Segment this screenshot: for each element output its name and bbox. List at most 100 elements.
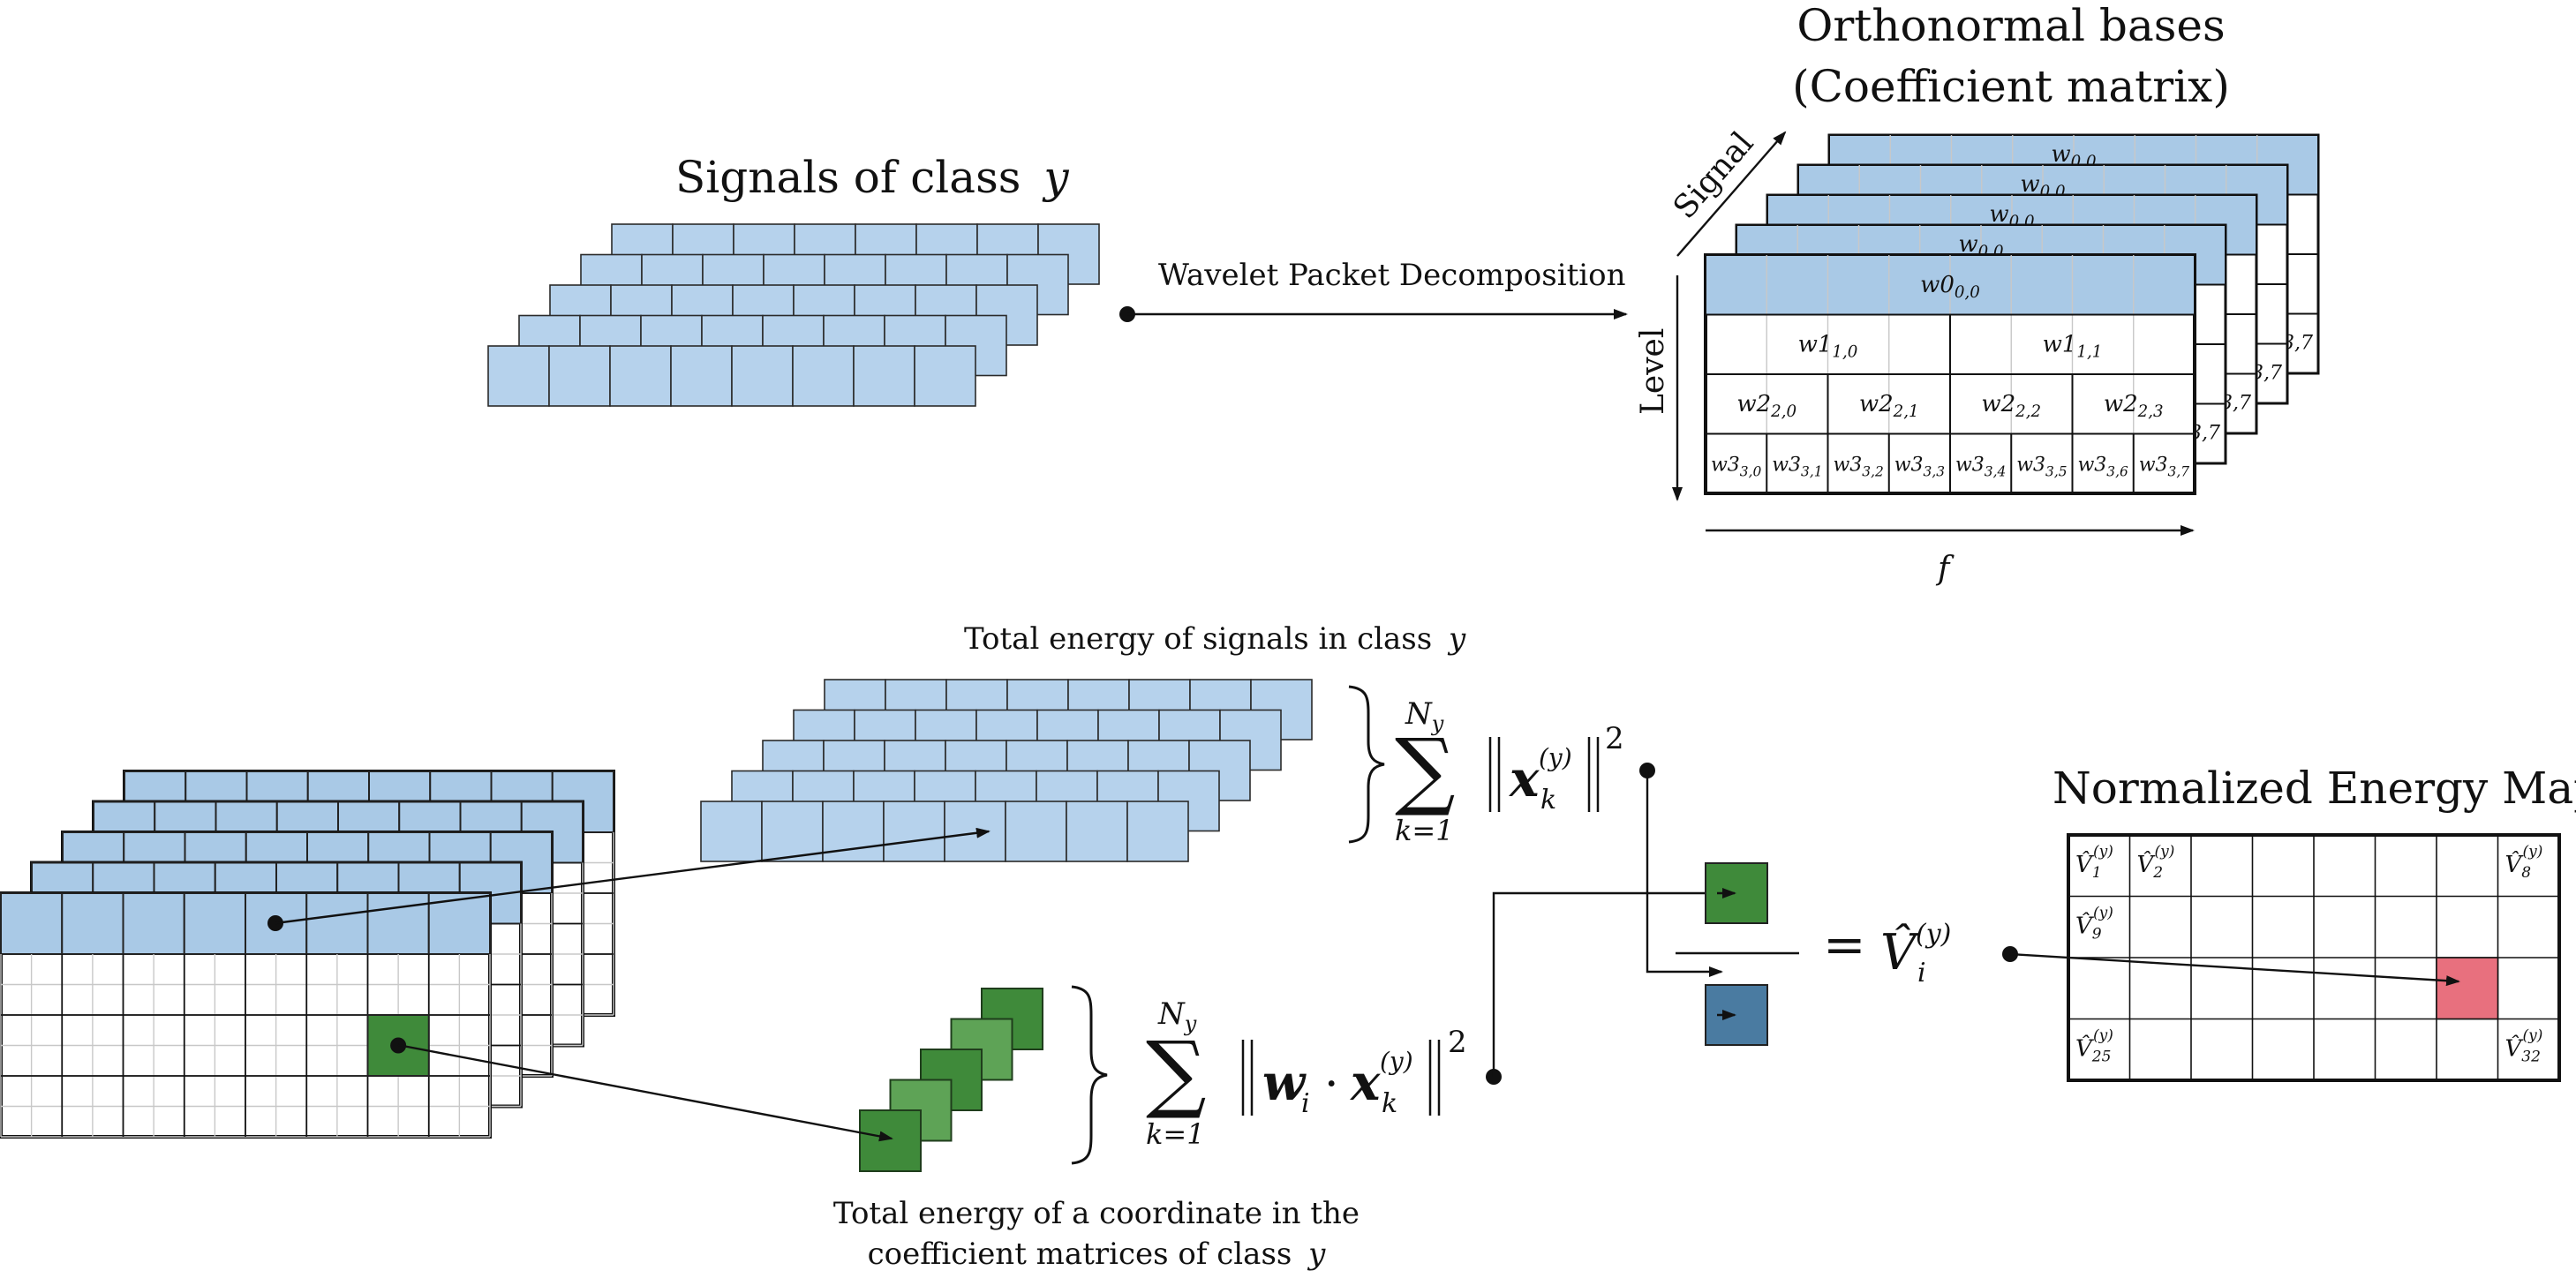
signals-stack [487,223,1100,407]
signal-cell [1005,801,1067,862]
svg-text:k: k [1540,785,1556,816]
coefficient-cell [305,892,369,955]
wavelet-coefficient-label: w33,6 [2077,454,2128,479]
energy-map-cell-sup: (y) [2093,905,2113,922]
level-axis-label: Level [1635,328,1671,415]
energy-map-cell-label: V̂2 [2137,851,2164,882]
v-hat-i: V̂ i (y) [1880,919,1951,989]
energy-map-cell-label: V̂1 [2075,851,2102,882]
signal-cell [1066,801,1128,862]
wavelet-coefficient-label: w11,1 [2043,331,2103,361]
svg-text:V̂: V̂ [1880,922,1921,981]
wavelet-coefficient-label: w33,2 [1833,454,1883,479]
energy-map-cell-sup: (y) [2093,843,2113,861]
energy-map-cell-sup: (y) [2155,843,2175,861]
svg-text:k: k [1382,1088,1397,1119]
row-to-signals-arrow [275,827,990,925]
wavelet-coefficient-label: w33,0 [1711,454,1762,479]
energy-map-cell-sup: (y) [2523,843,2543,861]
brace-signals [1348,685,1385,844]
total-energy-signals-caption: Total energy of signals in class y [964,621,1466,657]
signal-axis-arrow [1676,131,1787,257]
map-arrow [2009,952,2460,987]
total-energy-coord-caption-2: coefficient matrices of class y [868,1237,1327,1272]
coefficient-cell [0,892,64,955]
wavelet-coefficient-label: w22,2 [1981,391,2041,421]
wavelet-coefficient-label: w22,1 [1859,391,1919,421]
svg-text:x: x [1509,750,1540,808]
wavelet-coefficient-label: w22,0 [1736,391,1796,421]
bases-title-line1: Orthonormal bases [1796,0,2225,51]
energy-map-cell-sup: (y) [2523,1027,2543,1045]
coefficient-cell [122,892,185,955]
svg-text:k=1: k=1 [1395,814,1454,847]
svg-text:x: x [1350,1054,1381,1112]
denominator-blue-square [1705,984,1768,1046]
highlighted-energy-cell [2436,957,2499,1020]
coordinate-cell [859,1109,922,1172]
svg-text:2: 2 [1605,721,1624,756]
wpd-label: Wavelet Packet Decomposition [1158,258,1626,293]
coefficient-cell [366,892,430,955]
bases-title-line2: (Coefficient matrix) [1792,61,2230,112]
signal-energy-formula: Ny ∑ k=1 x k (y) 2 [1395,696,1624,847]
energy-map-cell-label: V̂25 [2075,1035,2111,1066]
numerator-green-square [1705,862,1768,924]
coefficient-cell [61,892,124,955]
brace-coordinate [1071,985,1108,1165]
coordinate-to-green-arrow [397,1043,893,1142]
signal-cell [700,801,763,862]
coefficient-cell [183,892,246,955]
signal-cell [548,345,611,407]
svg-text:(y): (y) [1539,743,1572,772]
coordinate-energy-stack [859,988,1043,1172]
signal-layer [487,345,976,407]
signal-layer [700,801,1189,862]
f-axis-label: f [1935,551,1955,587]
energy-map-title: Normalized Energy Map [2053,763,2576,814]
svg-text:(y): (y) [1916,919,1951,950]
wavelet-coefficient-label: w11,0 [1798,331,1858,361]
signals-title: Signals of class y [675,152,1069,203]
svg-text:Ny: Ny [1405,696,1444,736]
wavelet-coefficient-label: w33,4 [1955,454,2006,479]
wavelet-coefficient-label: w22,3 [2104,391,2164,421]
coefficient-matrix-layer: w00,0 w11,0 w11,1 w22,0 w22,1 w22,2 w22,3 w33,0… [1704,253,2196,495]
signal-cell [792,345,855,407]
signal-cell [731,345,794,407]
coefficient-layer [0,891,492,1139]
signal-cell [853,345,915,407]
svg-text:∑: ∑ [1146,1023,1207,1122]
signal-cell [487,345,550,407]
coordinate-energy-formula: Ny ∑ k=1 w i · x k (y) 2 [1146,996,1467,1151]
svg-text:(y): (y) [1380,1047,1413,1076]
energy-map-cell-label: V̂32 [2505,1035,2541,1066]
fraction-arrows [1717,888,1736,1020]
energy-signals-stack [700,679,1313,862]
signal-cell [944,801,1006,862]
wavelet-coefficient-label: w33,1 [1772,454,1822,479]
total-energy-coord-caption-1: Total energy of a coordinate in the [833,1196,1360,1231]
wavelet-coefficient-label: w33,5 [2016,454,2067,479]
svg-text:·: · [1324,1058,1339,1111]
coefficient-cell [427,892,491,955]
svg-text:2: 2 [1448,1025,1467,1060]
signal-cell [1126,801,1189,862]
wavelet-coefficient-label: w00,0 [1920,272,1980,302]
svg-text:i: i [1917,958,1926,989]
wavelet-coefficient-label: w33,3 [1894,454,1946,479]
signal-cell [761,801,824,862]
signal-cell [883,801,945,862]
coefficient-energy-stack [0,770,615,1139]
energy-map-cell-label: V̂8 [2505,851,2532,882]
energy-map-cell-sup: (y) [2093,1027,2113,1045]
svg-text:∑: ∑ [1395,720,1456,819]
signal-cell [609,345,672,407]
svg-text:w: w [1262,1054,1307,1112]
normalized-energy-map: V̂1(y)V̂2(y)V̂8(y)V̂9(y)V̂25(y)V̂32(y) [2067,833,2561,1082]
svg-text:k=1: k=1 [1146,1117,1205,1151]
wavelet-coefficient-label: w33,7 [2139,454,2190,479]
signal-cell [914,345,976,407]
